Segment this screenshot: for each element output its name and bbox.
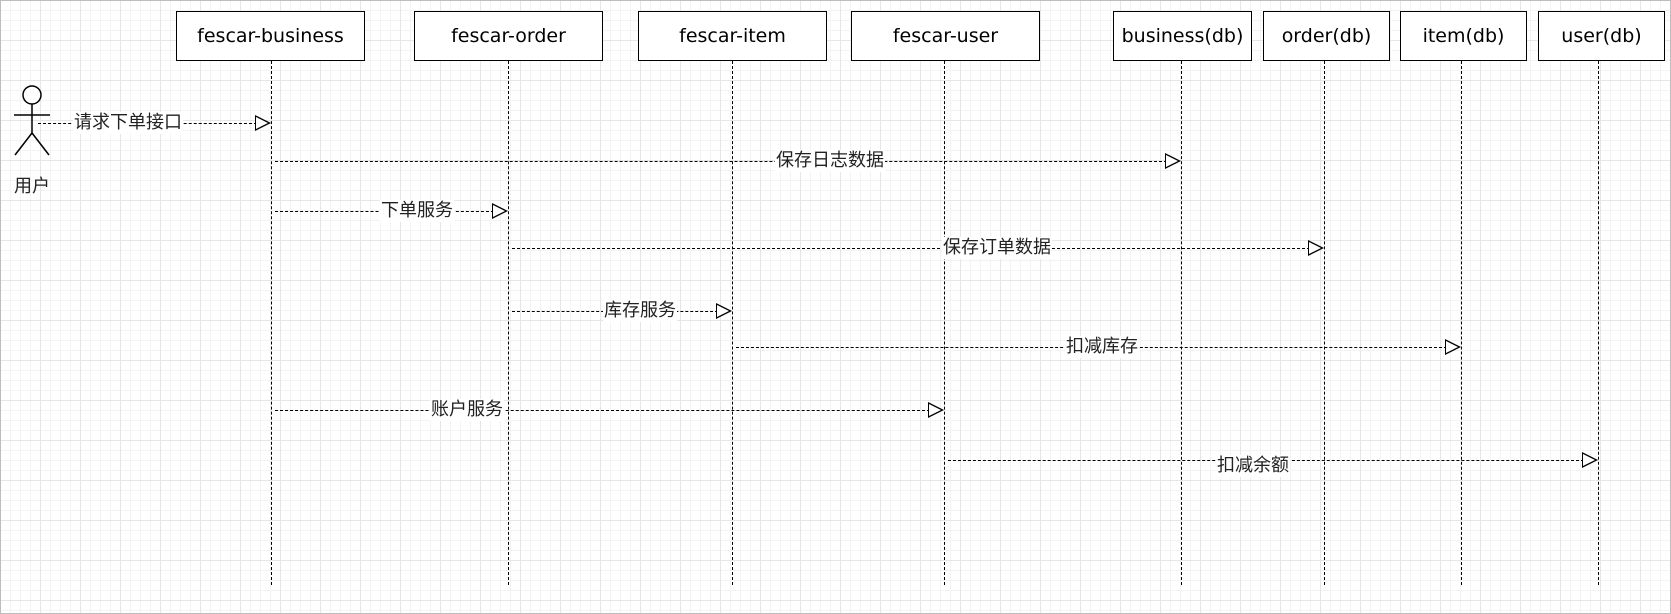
actor-label: 用户 xyxy=(14,176,50,197)
participant-user-db[interactable]: user(db) xyxy=(1538,11,1665,61)
message-request-order[interactable]: 请求下单接口 xyxy=(38,112,271,134)
lifeline-business-db xyxy=(1181,61,1182,585)
message-label: 账户服务 xyxy=(430,399,504,421)
message-save-log[interactable]: 保存日志数据 xyxy=(275,150,1181,172)
participant-fescar-order[interactable]: fescar-order xyxy=(414,11,603,61)
arrowhead-icon xyxy=(1445,339,1461,355)
participant-fescar-business[interactable]: fescar-business xyxy=(176,11,365,61)
participant-order-db[interactable]: order(db) xyxy=(1263,11,1390,61)
message-stock-service[interactable]: 库存服务 xyxy=(512,300,732,322)
user-actor-icon xyxy=(14,85,50,156)
arrowhead-icon xyxy=(1165,153,1181,169)
message-deduct-stock[interactable]: 扣减库存 xyxy=(736,336,1461,358)
message-line xyxy=(275,161,1167,162)
message-line xyxy=(275,410,930,411)
participant-business-db[interactable]: business(db) xyxy=(1113,11,1252,61)
lifeline-fescar-item xyxy=(732,61,733,585)
message-line xyxy=(512,248,1310,249)
lifeline-item-db xyxy=(1461,61,1462,585)
participant-fescar-user[interactable]: fescar-user xyxy=(851,11,1040,61)
message-label: 下单服务 xyxy=(380,200,454,222)
arrowhead-icon xyxy=(1308,240,1324,256)
arrowhead-icon xyxy=(255,115,271,131)
message-label: 请求下单接口 xyxy=(73,112,183,134)
message-save-order[interactable]: 保存订单数据 xyxy=(512,237,1324,259)
lifeline-user-db xyxy=(1598,61,1599,585)
message-label: 库存服务 xyxy=(603,300,677,322)
message-order-service[interactable]: 下单服务 xyxy=(275,200,508,222)
message-account-service[interactable]: 账户服务 xyxy=(275,399,944,421)
arrowhead-icon xyxy=(716,303,732,319)
lifeline-fescar-user xyxy=(944,61,945,585)
arrowhead-icon xyxy=(492,203,508,219)
participant-item-db[interactable]: item(db) xyxy=(1400,11,1527,61)
participant-fescar-item[interactable]: fescar-item xyxy=(638,11,827,61)
lifeline-order-db xyxy=(1324,61,1325,585)
lifeline-fescar-business xyxy=(271,61,272,585)
message-deduct-balance[interactable]: 扣减余额 xyxy=(948,451,1598,477)
arrowhead-icon xyxy=(928,402,944,418)
lifeline-fescar-order xyxy=(508,61,509,585)
message-label: 保存日志数据 xyxy=(775,150,885,172)
message-label: 扣减库存 xyxy=(1065,336,1139,358)
arrowhead-icon xyxy=(1582,452,1598,468)
message-label: 保存订单数据 xyxy=(942,237,1052,259)
message-label: 扣减余额 xyxy=(1216,455,1290,477)
